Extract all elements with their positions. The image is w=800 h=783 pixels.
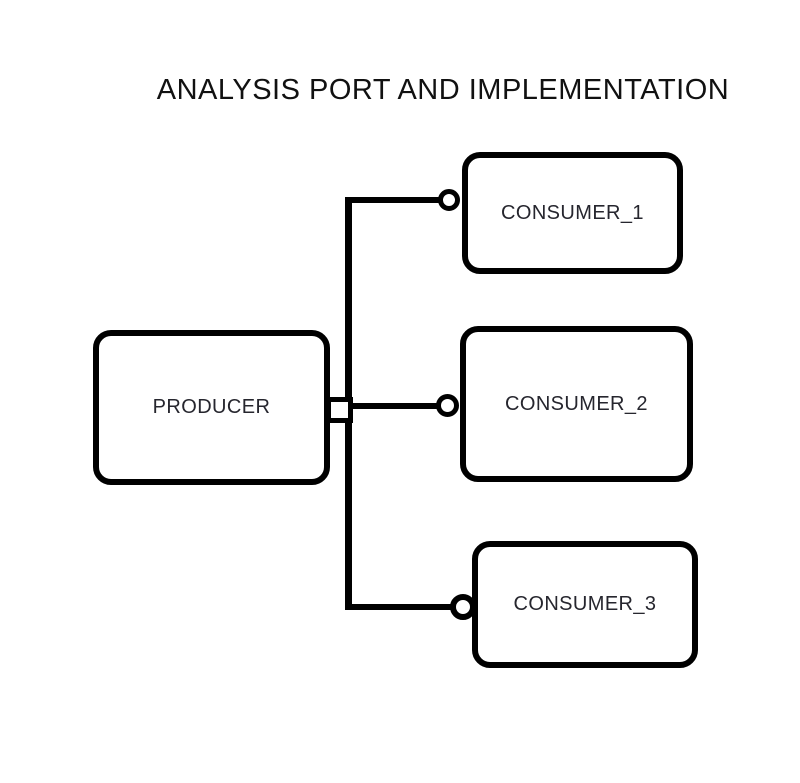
consumer-1-box: CONSUMER_1 [462,152,683,274]
analysis-imp-circle-icon-consumer-3 [450,594,476,620]
consumer-2-box: CONSUMER_2 [460,326,693,482]
consumer-1-label: CONSUMER_1 [501,201,644,224]
branch-line-consumer-1 [348,197,443,203]
analysis-imp-circle-icon-consumer-1 [438,189,460,211]
producer-label: PRODUCER [152,396,271,418]
producer-box: PRODUCER [93,330,330,485]
consumer-3-label: CONSUMER_3 [513,593,657,615]
branch-line-consumer-3 [348,604,455,610]
consumer-3-box: CONSUMER_3 [472,541,698,668]
analysis-port-square-icon [326,397,353,423]
diagram-title: ANALYSIS PORT AND IMPLEMENTATION [156,74,730,106]
consumer-2-label: CONSUMER_2 [505,392,648,415]
branch-line-consumer-2 [350,403,442,409]
analysis-imp-circle-icon-consumer-2 [436,394,459,417]
